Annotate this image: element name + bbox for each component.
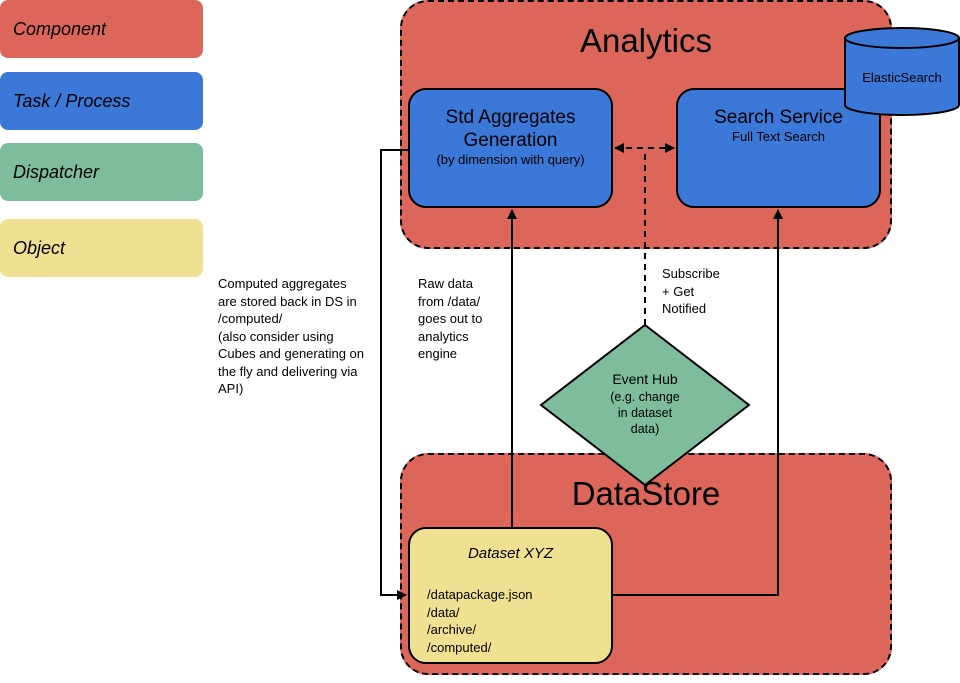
legend-task-process: Task / Process (0, 72, 203, 130)
dataset-file-datapackage: /datapackage.json (427, 587, 533, 602)
search-service-subtitle: Full Text Search (732, 129, 825, 144)
aggregates-title-line1: Std Aggregates (445, 107, 576, 128)
elasticsearch-label: ElasticSearch (862, 70, 942, 85)
legend-object-label: Object (13, 237, 66, 258)
legend-task-label: Task / Process (13, 90, 131, 111)
dataset-to-search-arrow (613, 209, 783, 596)
dataset-file-data: /data/ (427, 604, 460, 620)
legend-dispatcher: Dispatcher (0, 143, 203, 201)
event-hub-diamond (539, 323, 751, 487)
search-service-title: Search Service (714, 107, 843, 128)
legend-object: Object (0, 219, 203, 277)
aggregates-title-line2: Generation (463, 130, 558, 151)
legend-dispatcher-label: Dispatcher (13, 161, 100, 182)
dataset-xyz-box: Dataset XYZ /datapackage.json /data/ /ar… (408, 527, 613, 664)
aggregates-subtitle: (by dimension with query) (436, 152, 585, 167)
event-hub-title: Event Hub (612, 371, 678, 387)
elasticsearch-database-icon (844, 27, 960, 116)
computed-aggregates-note: Computed aggregates are stored back in D… (218, 276, 365, 396)
legend-component: Component (0, 0, 203, 58)
event-hub-subtitle: (e.g. change in dataset data) (610, 390, 680, 436)
subscribe-note: Subscribe + Get Notified (662, 266, 720, 316)
std-aggregates-generation-box: Std Aggregates Generation (by dimension … (408, 88, 613, 208)
dataset-file-computed: /computed/ (427, 639, 492, 655)
legend-component-label: Component (13, 18, 107, 39)
raw-data-note: Raw data from /data/ goes out to analyti… (418, 276, 483, 361)
dataset-file-archive: /archive/ (427, 622, 477, 637)
analytics-title: Analytics (579, 22, 713, 59)
computed-aggregates-arrow (380, 149, 408, 600)
dataset-file-list: /datapackage.json /data/ /archive/ /comp… (427, 586, 533, 656)
dataset-title: Dataset XYZ (467, 545, 554, 562)
